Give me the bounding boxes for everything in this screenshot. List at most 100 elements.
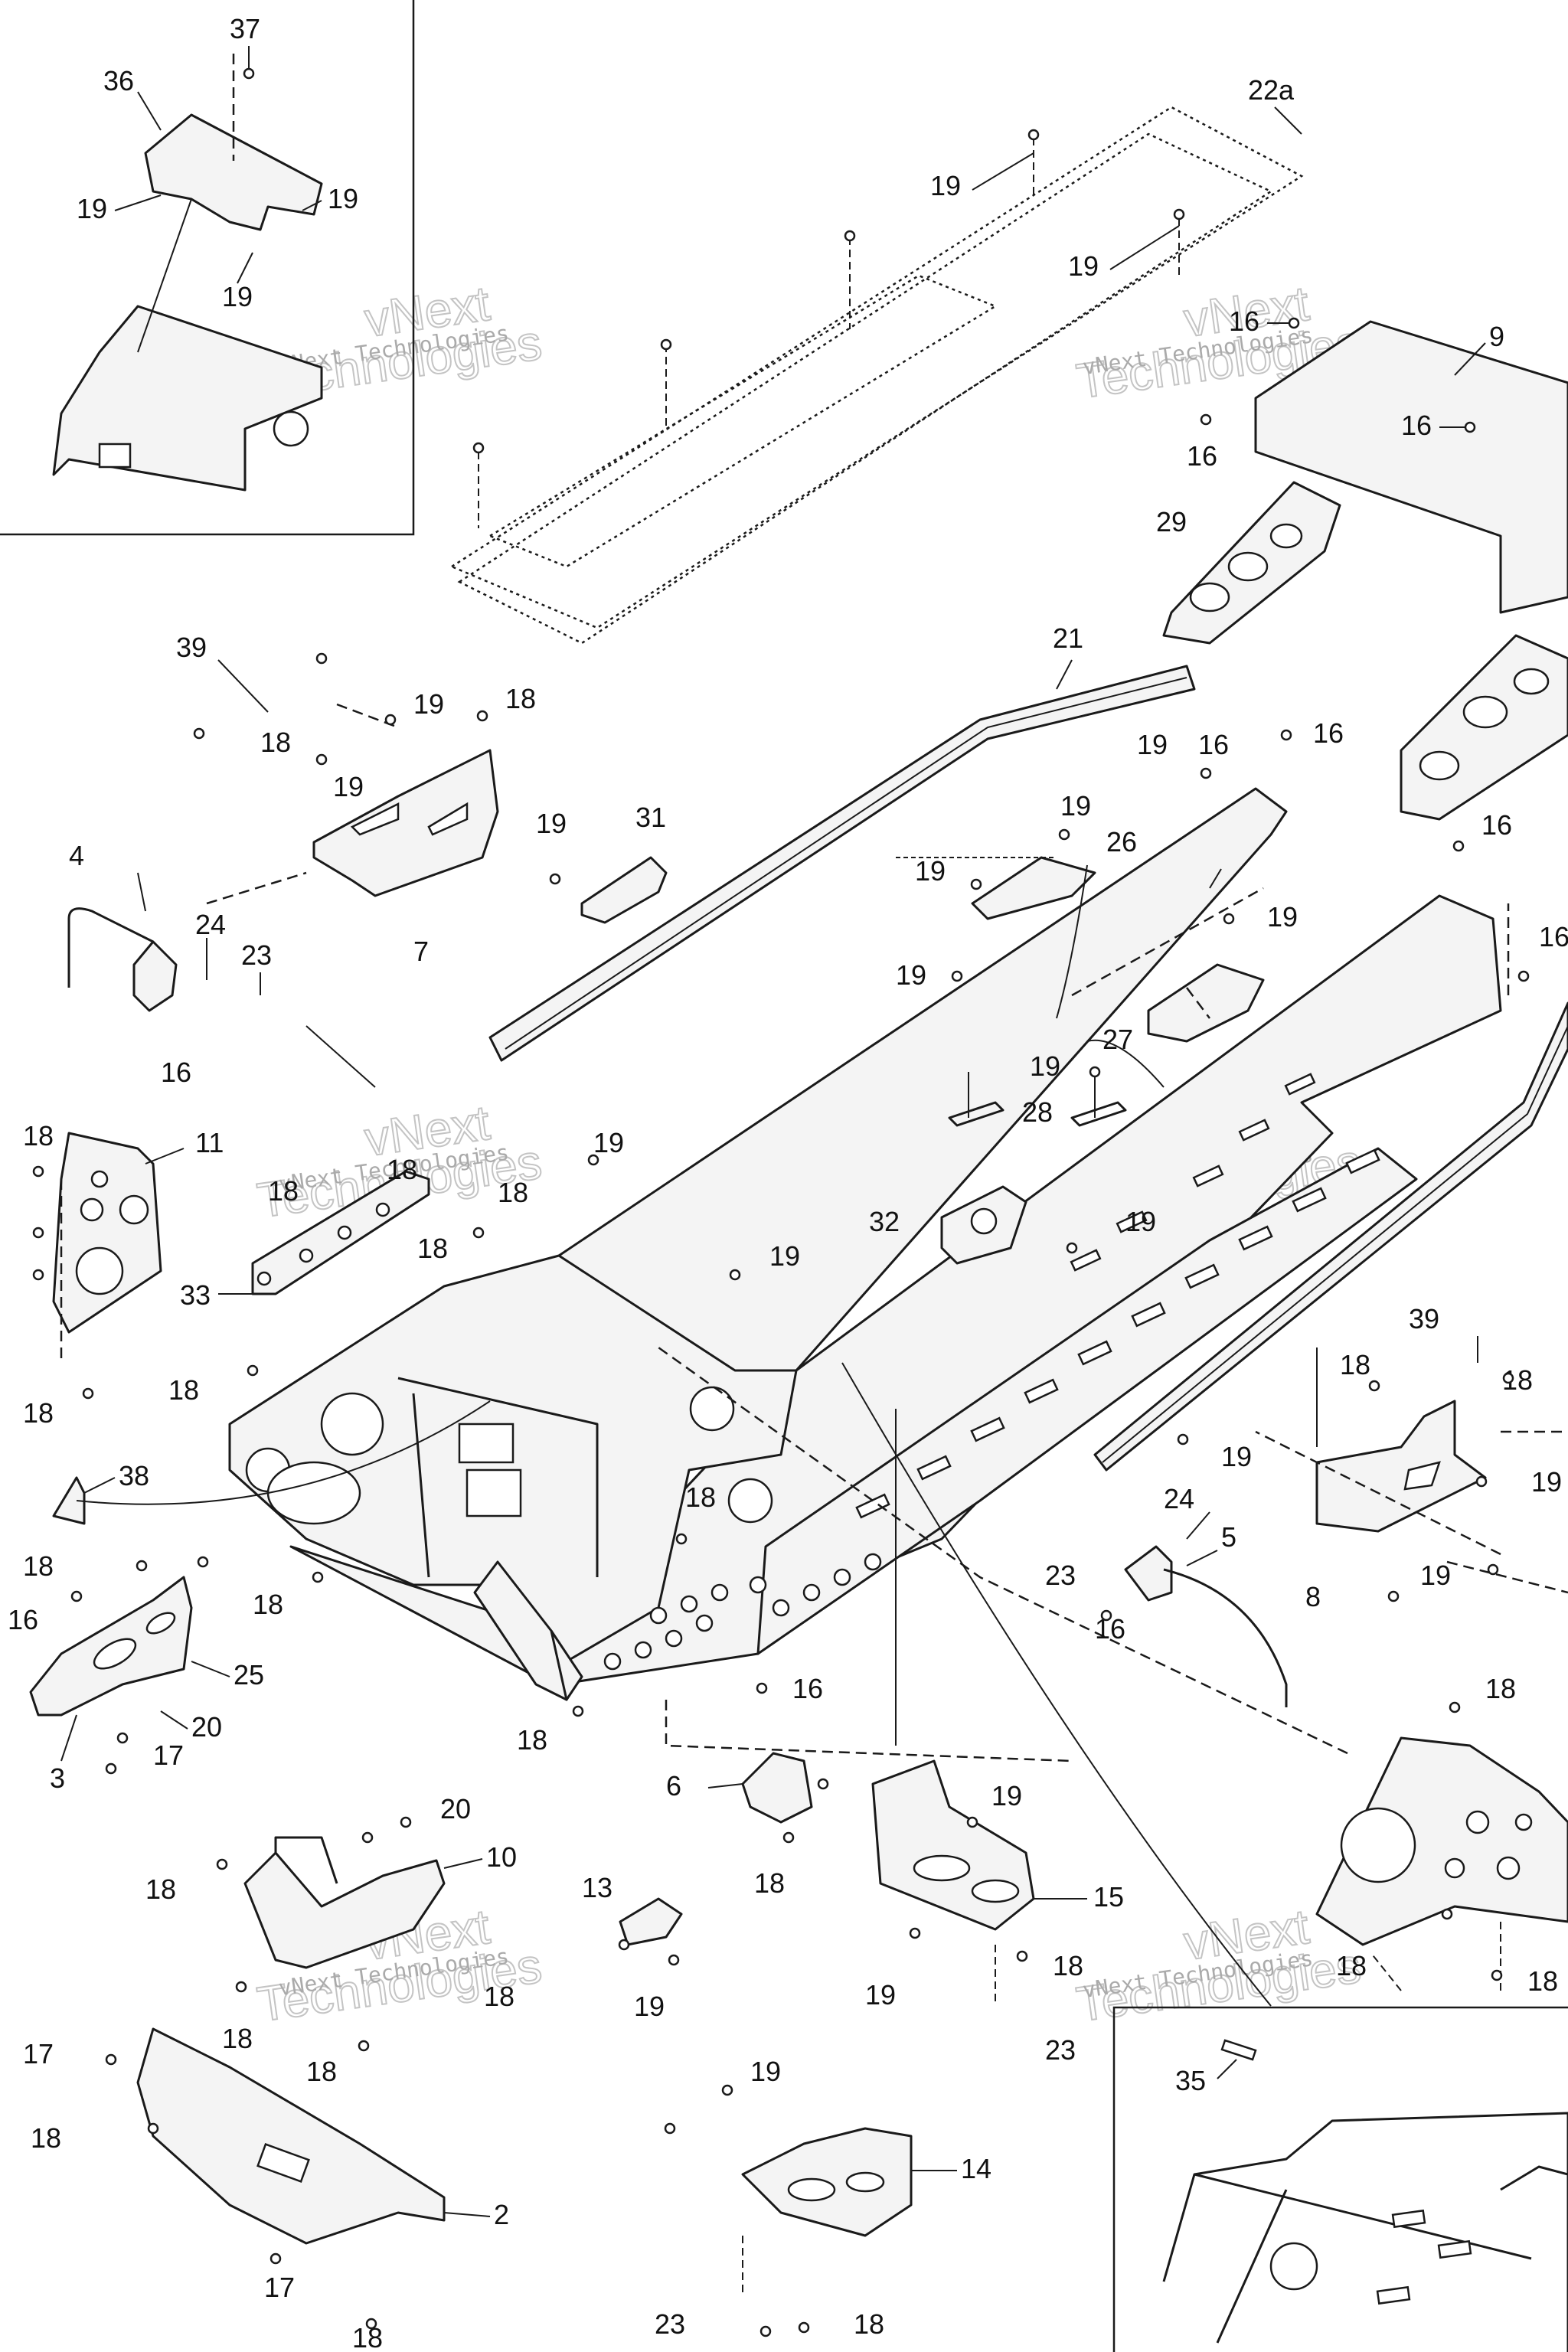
part-3-bracket [29,1576,193,1717]
main-chassis [228,787,1502,1701]
callout-10: 10 [486,1841,517,1873]
callout-23: 23 [1045,2034,1076,2066]
callout-17: 17 [23,2038,54,2069]
callout-11: 11 [195,1127,224,1158]
callout-16: 16 [1198,729,1229,760]
part-2-rail [136,2027,446,2245]
callout-16: 16 [1401,410,1432,441]
footrest-holes [603,1553,882,1671]
callout-7: 7 [413,936,429,967]
callout-35: 35 [1175,2065,1206,2096]
callout-18: 18 [754,1867,785,1899]
callout-19: 19 [1030,1050,1060,1082]
callout-13: 13 [582,1872,612,1903]
part-10-bracket [243,1836,446,1969]
part-7-bracket [312,749,499,897]
callout-23: 23 [241,939,272,971]
callout-19: 19 [1531,1466,1562,1498]
callout-19: 19 [1221,1441,1252,1472]
callout-2: 2 [494,2199,509,2230]
callout-16: 16 [1481,809,1512,841]
callout-23: 23 [1045,1560,1076,1591]
callout-38: 38 [119,1460,149,1491]
callout-32: 32 [869,1206,900,1237]
part-27-plate [1147,963,1265,1043]
part-21-rail-left [488,665,1196,1062]
callout-19: 19 [77,193,107,224]
callout-18: 18 [685,1481,716,1513]
part-28-studs [948,1072,1127,1127]
callout-18: 18 [222,2023,253,2054]
callout-19: 19 [536,808,567,839]
part-29-bracket [1162,481,1341,645]
assembly-lines [60,703,1568,2297]
bolt-37 [243,67,255,80]
callout-18: 18 [1527,1965,1558,1997]
callout-19: 19 [1125,1206,1156,1237]
tunnel-top-slots [1070,1073,1316,1272]
part-9-cover [1254,320,1568,614]
callout-19: 19 [915,855,946,887]
running-board-slots [855,1148,1380,1519]
callout-18: 18 [1340,1349,1370,1380]
callout-22a: 22a [1248,74,1295,106]
part-26-plate [971,856,1096,920]
callout-5: 5 [1221,1521,1236,1553]
callout-18: 18 [253,1589,283,1620]
callout-39: 39 [1409,1303,1439,1334]
callout-18: 18 [145,1873,176,1905]
callout-18: 18 [854,2308,884,2340]
part-36-bracket [144,113,323,231]
callout-19: 19 [328,183,358,214]
callout-8: 8 [1305,1581,1321,1612]
callout-16: 16 [1187,440,1217,472]
callout-18: 18 [387,1154,417,1185]
callout-18: 18 [417,1233,448,1264]
callout-18: 18 [23,1120,54,1152]
callout-28: 28 [1022,1096,1053,1128]
bulkhead-opening-2 [466,1468,522,1517]
callout-16: 16 [1229,305,1259,337]
part-5-handle [1124,1545,1288,1707]
callout-18: 18 [268,1175,299,1207]
bulkhead-hole-3 [266,1461,361,1525]
callout-16: 16 [1539,921,1568,952]
part-8-bracket [1315,1400,1487,1533]
callout-18: 18 [23,1550,54,1582]
callout-33: 33 [180,1279,211,1311]
callout-26: 26 [1106,826,1137,858]
callout-18: 18 [498,1177,528,1208]
callout-18: 18 [517,1724,547,1756]
callout-6: 6 [666,1770,681,1802]
callout-17: 17 [153,1740,184,1771]
callout-19: 19 [1068,250,1099,282]
callout-18: 18 [23,1397,54,1429]
callout-19: 19 [769,1240,800,1272]
part-35-frame-detail [1162,2112,1568,2352]
callout-29: 29 [1156,506,1187,537]
callout-19: 19 [1267,901,1298,933]
callout-16: 16 [8,1604,38,1635]
part-6-plate [741,1752,813,1824]
part-rail-right [1093,1001,1568,1472]
tunnel-board [756,1147,1418,1655]
callout-4: 4 [69,840,84,871]
callout-19: 19 [1420,1560,1451,1591]
callout-16: 16 [1313,717,1344,749]
front-tab [473,1560,568,1701]
callout-20: 20 [191,1711,222,1743]
callout-18: 18 [31,2122,61,2154]
inset-top-left [0,0,415,536]
callout-18: 18 [1053,1950,1083,1981]
callout-25: 25 [234,1659,264,1690]
callout-18: 18 [260,727,291,758]
callout-24: 24 [195,909,226,940]
callout-19: 19 [930,170,961,201]
callout-24: 24 [1164,1483,1194,1514]
callout-3: 3 [50,1762,65,1794]
part-4-handle [67,907,178,1012]
part-14-step [741,2127,913,2237]
part-11-panel [52,1132,162,1334]
callout-19: 19 [750,2056,781,2087]
